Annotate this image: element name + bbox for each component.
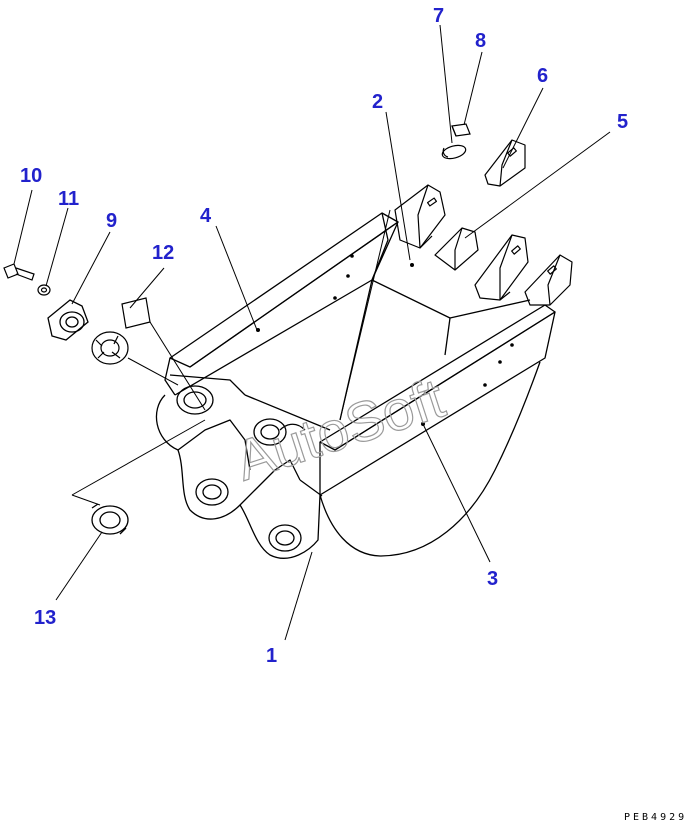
callout-5: 5 [617, 111, 628, 133]
bucket-body [155, 212, 556, 559]
shim-part-12 [91, 297, 151, 365]
tooth-4 [524, 254, 573, 306]
callout-3: 3 [487, 568, 498, 590]
washer-part-11 [37, 284, 51, 296]
callout-11: 11 [58, 188, 79, 210]
callout-6: 6 [537, 65, 548, 87]
callout-labels: 1 2 3 4 5 6 7 8 9 10 11 12 13 [20, 5, 628, 667]
watermark-text: AutoSoft [228, 366, 452, 492]
pin-boss-upper-left [176, 385, 214, 415]
lock-part-8 [451, 123, 471, 137]
mounting-bracket [155, 394, 321, 559]
tooth-1 [394, 184, 446, 249]
bucket-teeth [394, 184, 573, 306]
pin-boss-upper-right [253, 418, 287, 446]
callout-2: 2 [372, 91, 383, 113]
bucket-shell [319, 361, 541, 557]
callout-10: 10 [20, 165, 42, 187]
callout-13: 13 [34, 607, 56, 629]
callout-9: 9 [106, 210, 117, 232]
tooth-3 [474, 234, 529, 301]
side-plate-left [169, 212, 399, 368]
tooth-2 [434, 227, 479, 271]
pin-boss-lower-right [268, 524, 302, 552]
assembly-lines [71, 321, 206, 506]
drawing-code: PEB4929 [624, 812, 687, 823]
pin-boss-lower-left [195, 478, 229, 506]
callout-1: 1 [266, 645, 277, 667]
collar-part-9 [47, 299, 89, 341]
callout-8: 8 [475, 30, 486, 52]
callout-7: 7 [433, 5, 444, 27]
leader-lines [13, 24, 611, 641]
bushing-part-13 [91, 503, 129, 535]
tooth-point-part-6 [484, 139, 526, 187]
callout-12: 12 [152, 242, 174, 264]
bolt-part-10 [3, 263, 35, 281]
callout-4: 4 [200, 205, 212, 227]
pin-part-7 [441, 144, 467, 160]
